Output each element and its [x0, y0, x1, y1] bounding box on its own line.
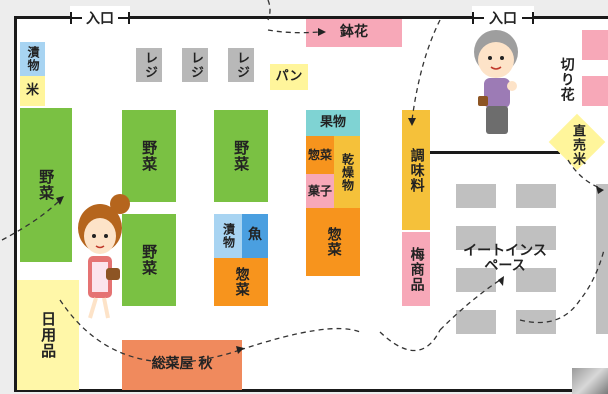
section-vegetables-1: 野菜	[122, 110, 176, 202]
section-deli-small: 惣菜	[306, 136, 334, 174]
walk-path	[1, 199, 61, 241]
entrance-left-label: 入口	[86, 11, 114, 27]
section-direct-rice: 直売米	[570, 124, 586, 166]
left-wall	[14, 16, 17, 392]
eat-in-table	[456, 226, 496, 250]
section-sweets: 菓子	[306, 174, 334, 208]
walk-path	[519, 249, 605, 324]
path-arrow	[498, 276, 504, 286]
eat-in-space-text: イートインスペース	[463, 242, 547, 274]
path-arrow	[318, 28, 326, 36]
walk-path	[59, 299, 241, 363]
section-bread: パン	[270, 64, 308, 90]
entrance-right-label: 入口	[489, 11, 517, 27]
inner-wall	[430, 151, 560, 154]
eat-in-space-label: イートインスペース	[460, 242, 550, 276]
eat-in-table	[456, 310, 496, 334]
section-deli-mid: 惣菜	[214, 258, 268, 306]
path-arrow	[56, 196, 64, 205]
section-pickles: 漬物	[20, 42, 45, 76]
section-vegetables-wall: 野菜	[20, 108, 72, 262]
path-arrow	[408, 118, 416, 126]
right-pink-block-bottom	[582, 76, 608, 106]
walk-path	[439, 279, 501, 331]
path-arrow	[236, 346, 244, 354]
section-deli-shop: 総菜屋 秋	[122, 340, 242, 390]
top-wall	[14, 16, 608, 19]
section-dried-goods: 乾燥物	[334, 136, 360, 208]
section-rice: 米	[20, 76, 45, 106]
eat-in-table	[516, 268, 556, 292]
path-arrow	[596, 186, 604, 194]
register-3: レジ	[228, 48, 254, 82]
register-1: レジ	[136, 48, 162, 82]
section-pickles-2: 漬物	[214, 214, 242, 258]
eat-in-table	[516, 226, 556, 250]
entrance-right: 入口	[472, 6, 534, 30]
right-pink-block-top	[582, 30, 608, 60]
section-fish: 魚	[242, 214, 268, 258]
eat-in-table	[516, 184, 556, 208]
section-vegetables-3: 野菜	[122, 214, 176, 306]
section-fruit: 果物	[306, 110, 360, 136]
eat-in-table	[456, 184, 496, 208]
section-cut-flowers: 切り花	[558, 56, 575, 102]
eat-in-counter	[596, 184, 608, 334]
entrance-left: 入口	[70, 6, 130, 30]
photo-corner	[572, 368, 608, 394]
walk-path	[267, 29, 321, 34]
bottom-wall	[14, 389, 608, 392]
section-vegetables-2: 野菜	[214, 110, 268, 202]
shopper-grandma-illustration	[474, 30, 518, 134]
section-plum-products: 梅商品	[402, 232, 430, 306]
walk-path	[239, 327, 361, 351]
walk-path	[267, 0, 271, 21]
section-daily-goods: 日用品	[17, 280, 79, 390]
walk-path	[567, 159, 601, 189]
shopper-woman-illustration	[78, 194, 130, 319]
walk-path	[379, 329, 441, 352]
section-seasoning: 調味料	[402, 110, 430, 230]
register-2: レジ	[182, 48, 208, 82]
section-deli-large: 惣菜	[306, 208, 360, 276]
walk-path	[411, 19, 441, 121]
